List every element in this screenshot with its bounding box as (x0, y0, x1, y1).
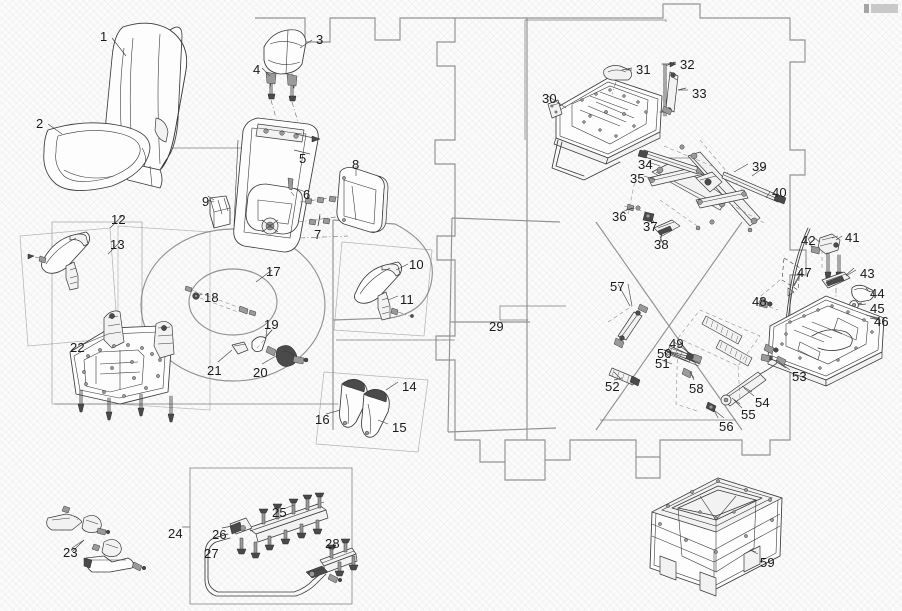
part-latch-release-rods (46, 505, 147, 573)
callout-54-shock-absorber: 54 (755, 395, 770, 410)
callout-7-backrest-fastener: 7 (314, 227, 322, 242)
callout-35-scissor-cross-bar: 35 (630, 171, 645, 186)
callout-2-seat-bottom-cushion: 2 (36, 116, 44, 131)
callout-29-suspension-group-leader: 29 (489, 319, 504, 334)
callout-10-armrest-right: 10 (409, 257, 424, 272)
part-armrest-left (27, 231, 91, 291)
part-backrest-fasteners (297, 195, 349, 239)
part-seat-bottom-cushion (43, 122, 151, 191)
part-base-mount-bolt (755, 297, 779, 355)
part-cable-clip (755, 257, 801, 301)
callout-44-switch-cover: 44 (870, 286, 885, 301)
callout-36-bushing: 36 (612, 209, 627, 224)
callout-39-scissor-link-lower: 39 (752, 159, 767, 174)
part-backrest-frame (233, 117, 321, 253)
part-armrest-cover-right (361, 389, 390, 438)
part-headrest-guide-bolt (265, 71, 299, 123)
part-armrest-cover-left (339, 379, 368, 428)
callout-37-pivot-bolt: 37 (643, 219, 658, 234)
part-armrest-right (353, 261, 414, 321)
callout-27-rail-release-bar: 27 (204, 546, 219, 561)
part-suspension-top-plate (547, 65, 663, 181)
callout-49-damper-spring-upper: 49 (669, 336, 684, 351)
callout-58-spring-retainer: 58 (689, 381, 704, 396)
callout-53-damper-bolt: 53 (792, 369, 807, 384)
callout-14-armrest-cover-set: 14 (402, 379, 417, 394)
part-pivot-screw (287, 177, 297, 199)
part-seat-base-housing (649, 477, 783, 597)
callout-50-spring-anchor: 50 (657, 346, 672, 361)
part-recline-lever (231, 329, 309, 367)
part-switch-bracket (821, 252, 855, 306)
callout-59-seat-base-housing: 59 (760, 555, 775, 570)
callout-46-suspension-base-plate: 46 (874, 314, 889, 329)
part-recline-knob-block (207, 195, 231, 229)
callout-34-scissor-link-upper: 34 (638, 157, 653, 172)
callout-55-shock-bushing: 55 (741, 407, 756, 422)
part-seat-pan-pad (184, 285, 257, 317)
callout-16-armrest-cover-left: 16 (315, 412, 330, 427)
callout-30-suspension-top-plate: 30 (542, 91, 557, 106)
part-switch-cover (851, 284, 875, 303)
callout-52-tension-spring: 52 (605, 379, 620, 394)
part-scissor-linkage (623, 139, 787, 243)
callout-43-switch-bracket: 43 (860, 266, 875, 281)
part-gas-strut (661, 71, 687, 116)
callout-20-recline-lever-handle: 20 (253, 365, 268, 380)
callout-1-seat-back-cushion: 1 (100, 29, 108, 44)
callout-23-latch-release-rod-set: 23 (63, 545, 78, 560)
callout-9-recline-knob-block: 9 (202, 194, 210, 209)
callout-leaders (47, 37, 881, 555)
callout-17-seat-pan-pad: 17 (266, 264, 281, 279)
callout-3-headrest: 3 (316, 32, 324, 47)
callout-28-rail-lower-section: 28 (325, 536, 340, 551)
callout-11-armrest-right-bracket: 11 (400, 292, 414, 307)
part-slide-rail-assembly (182, 492, 359, 597)
callout-41-height-adjust-knob: 41 (845, 230, 860, 245)
callout-24-slide-rail-assembly: 24 (168, 526, 183, 541)
pan-mount-bolts (77, 389, 175, 423)
callout-26-rail-lock-bracket: 26 (212, 527, 227, 542)
callout-31-top-plate-pad: 31 (636, 62, 651, 77)
callout-40-torsion-bar: 40 (772, 185, 787, 200)
callout-56-shock-mount-nut: 56 (719, 419, 734, 434)
callout-51-adjuster-screw: 51 (655, 356, 670, 371)
callout-32-guide-rod: 32 (680, 57, 695, 72)
callout-25-rail-upper-section: 25 (272, 505, 287, 520)
callout-12-armrest-left-assembly: 12 (111, 212, 126, 227)
callout-33-gas-strut: 33 (692, 86, 707, 101)
callout-45-grommet: 45 (870, 301, 885, 316)
callout-6-pivot-screw: 6 (303, 187, 311, 202)
callout-13-armrest-left-bracket: 13 (110, 237, 125, 252)
part-damper-spring-upper (607, 283, 787, 419)
part-height-adjust-knob (810, 233, 841, 255)
callout-15-armrest-cover-right: 15 (392, 420, 407, 435)
part-lumbar-pad (336, 167, 389, 233)
callout-21-lever-pivot-pin: 21 (207, 363, 222, 378)
callout-19-recline-lever-link: 19 (264, 317, 279, 332)
callout-48-base-mount-bolt: 48 (752, 294, 767, 309)
part-seat-pan-frame (69, 310, 175, 423)
callout-22-seat-pan-frame: 22 (70, 340, 85, 355)
callout-4-headrest-guide-bolt: 4 (253, 62, 261, 77)
callout-18-pan-pad-fastener: 18 (204, 290, 219, 305)
callout-57-gas-damper: 57 (610, 279, 625, 294)
callout-42-adjust-cable: 42 (801, 233, 816, 248)
callout-5-backrest-frame: 5 (299, 151, 307, 166)
corner-registration-mark (864, 4, 898, 13)
callout-47-cable-clip: 47 (797, 265, 812, 280)
callout-38-link-pad: 38 (654, 237, 669, 252)
watermark-gear-opex (140, 3, 807, 481)
callout-8-lumbar-pad: 8 (352, 157, 360, 172)
